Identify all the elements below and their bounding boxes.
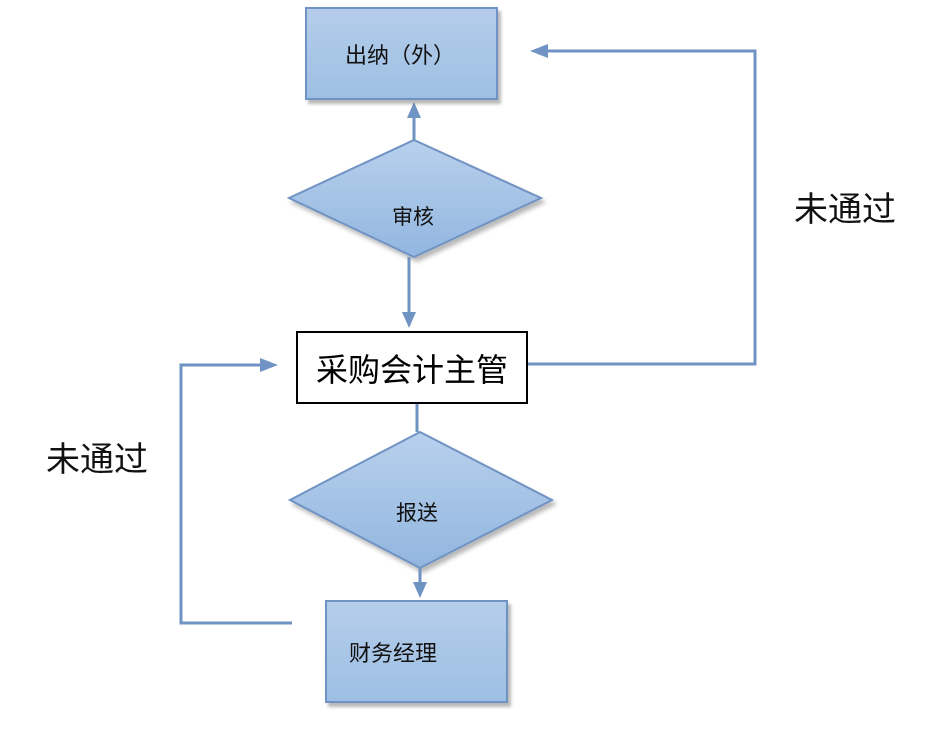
arrow-review-to-cashier <box>407 102 421 140</box>
cashier-node: 出纳（外） <box>305 7 498 100</box>
review-diamond <box>286 138 544 259</box>
accounting-supervisor-node: 采购会计主管 <box>296 331 528 404</box>
finance-manager-label: 财务经理 <box>349 641 438 667</box>
review-label: 审核 <box>392 205 434 229</box>
submit-label: 报送 <box>396 501 438 525</box>
arrow-finance-rejected-to-supervisor <box>179 358 292 625</box>
arrow-review-to-supervisor <box>402 257 416 328</box>
accounting-supervisor-label: 采购会计主管 <box>315 350 508 389</box>
rejected-label-right: 未通过 <box>794 190 896 230</box>
arrow-submit-to-finance <box>413 568 427 598</box>
rejected-label-left: 未通过 <box>46 440 148 480</box>
cashier-label: 出纳（外） <box>345 43 456 69</box>
arrow-supervisor-rejected-to-cashier <box>528 44 757 366</box>
finance-manager-node: 财务经理 <box>325 600 508 703</box>
